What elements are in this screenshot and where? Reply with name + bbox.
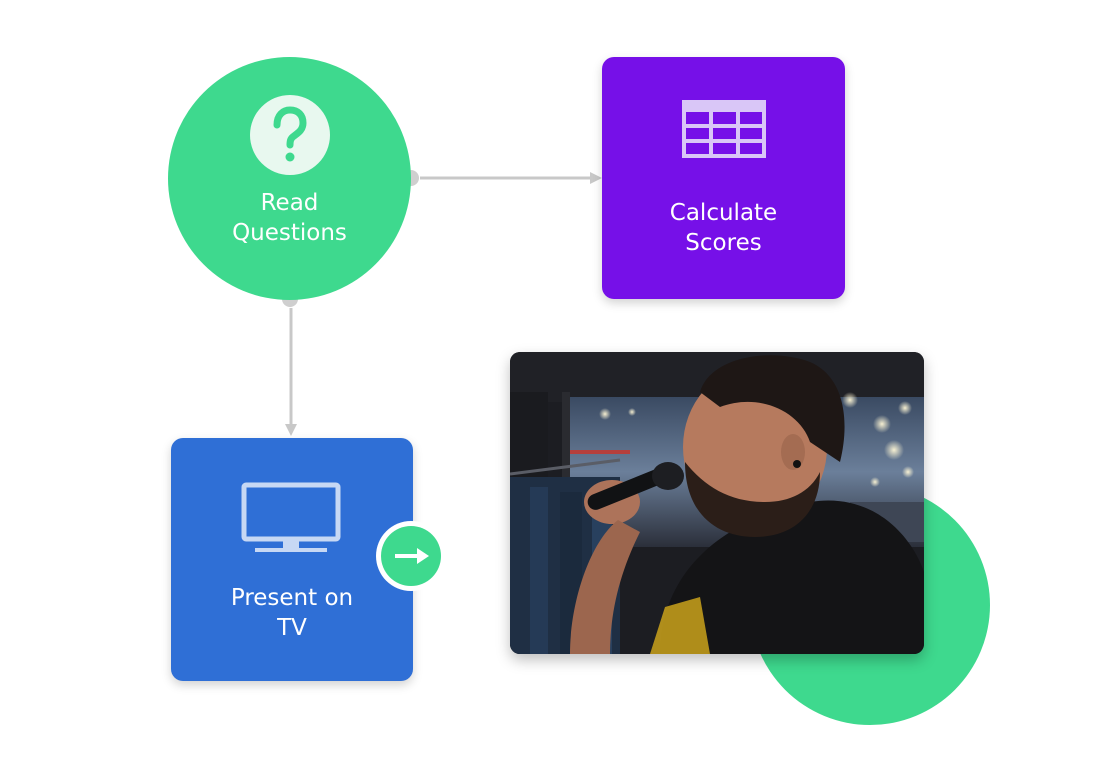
tv-monitor-icon bbox=[241, 482, 341, 552]
arrow-badge[interactable] bbox=[376, 521, 446, 591]
node-label-read-questions: Read Questions bbox=[232, 190, 347, 246]
question-mark-icon bbox=[250, 95, 330, 175]
edge-read-to-tv bbox=[282, 291, 298, 436]
node-label-calculate-scores: Calculate Scores bbox=[669, 200, 778, 256]
node-calculate-scores[interactable]: Calculate Scores bbox=[602, 57, 845, 299]
node-present-on-tv[interactable]: Present on TV bbox=[171, 438, 413, 681]
node-read-questions[interactable]: Read Questions bbox=[168, 57, 411, 300]
edge-read-to-scores bbox=[403, 170, 602, 186]
man-singing-into-microphone-photo bbox=[510, 352, 924, 654]
grid-table-icon bbox=[682, 100, 766, 158]
node-label-present-on-tv: Present on TV bbox=[230, 585, 354, 641]
arrow-right-icon bbox=[381, 526, 441, 586]
